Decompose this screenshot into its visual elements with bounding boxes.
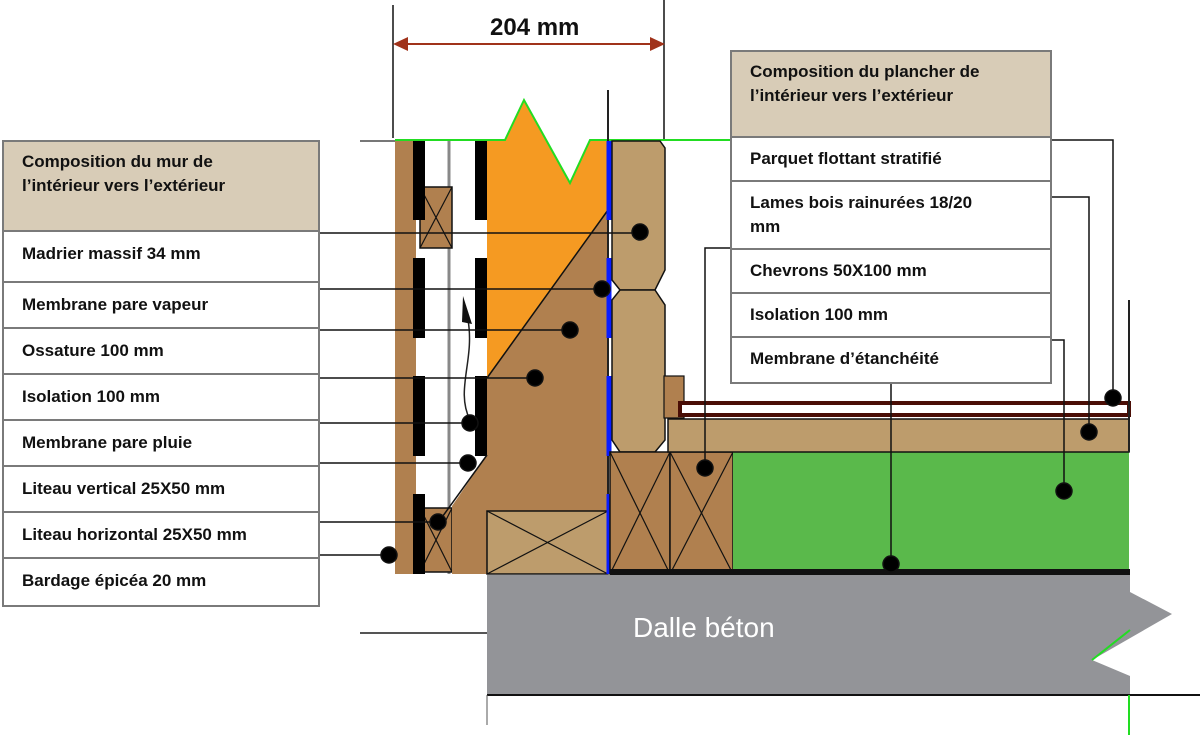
airflow-arrowhead-icon xyxy=(462,296,472,324)
waterproof-membrane xyxy=(610,569,1130,575)
wall-legend-item: Membrane pare pluie xyxy=(4,421,318,467)
wall-leader-lines xyxy=(318,223,649,564)
dimension-label: 204 mm xyxy=(490,14,580,41)
chevron-joists xyxy=(609,451,734,575)
horizontal-batten-top xyxy=(419,186,453,249)
ossature-diagonal xyxy=(486,209,609,379)
ossature-frame xyxy=(487,210,608,574)
floor-legend-item: Lames bois rainurées 18/20 mm xyxy=(732,182,1050,250)
wall-legend-title-line1: Composition du mur de xyxy=(22,152,213,171)
floor-legend-item: Chevrons 50X100 mm xyxy=(732,250,1050,294)
wall-legend-item: Bardage épicéa 20 mm xyxy=(22,571,207,590)
tongue-groove-boards xyxy=(667,418,1130,453)
ossature-lower xyxy=(452,455,487,574)
floor-composition-legend: Composition du plancher de l’intérieur v… xyxy=(730,50,1052,384)
wall-legend-item: Ossature 100 mm xyxy=(4,329,318,375)
wall-legend-title: Composition du mur de l’intérieur vers l… xyxy=(4,142,318,232)
floor-legend-item: Membrane d’étanchéité xyxy=(750,349,939,368)
wall-legend-title-line2: l’intérieur vers l’extérieur xyxy=(22,176,226,195)
wall-legend-item: Membrane pare vapeur xyxy=(4,283,318,329)
floor-legend-item: Parquet flottant stratifié xyxy=(732,138,1050,182)
airflow-arrow-icon xyxy=(463,319,471,421)
wall-composition-legend: Composition du mur de l’intérieur vers l… xyxy=(2,140,320,607)
floor-leader-lines xyxy=(696,139,1122,573)
floor-legend-title: Composition du plancher de l’intérieur v… xyxy=(732,52,1050,138)
floor-insulation xyxy=(733,452,1129,573)
slab-break-line xyxy=(1091,629,1131,661)
bottom-plate xyxy=(486,510,609,575)
floor-legend-title-line2: l’intérieur vers l’extérieur xyxy=(750,86,954,105)
wall-legend-item: Liteau horizontal 25X50 mm xyxy=(4,513,318,559)
break-line xyxy=(395,97,730,186)
concrete-slab-label: Dalle béton xyxy=(633,612,775,643)
madrier-log-1 xyxy=(611,140,666,291)
laminate-parquet xyxy=(678,401,1131,417)
madrier-log-2 xyxy=(611,289,666,453)
wall-legend-item: Isolation 100 mm xyxy=(4,375,318,421)
floor-legend-item: Isolation 100 mm xyxy=(732,294,1050,338)
ossature-lower-diagonal xyxy=(439,454,488,521)
wall-legend-item: Liteau vertical 25X50 mm xyxy=(4,467,318,513)
wall-legend-item: Madrier massif 34 mm xyxy=(4,232,318,283)
concrete-slab xyxy=(487,575,1172,695)
floor-legend-title-line1: Composition du plancher de xyxy=(750,62,980,81)
arrow-right-icon xyxy=(650,37,665,51)
arrow-left-icon xyxy=(393,37,408,51)
